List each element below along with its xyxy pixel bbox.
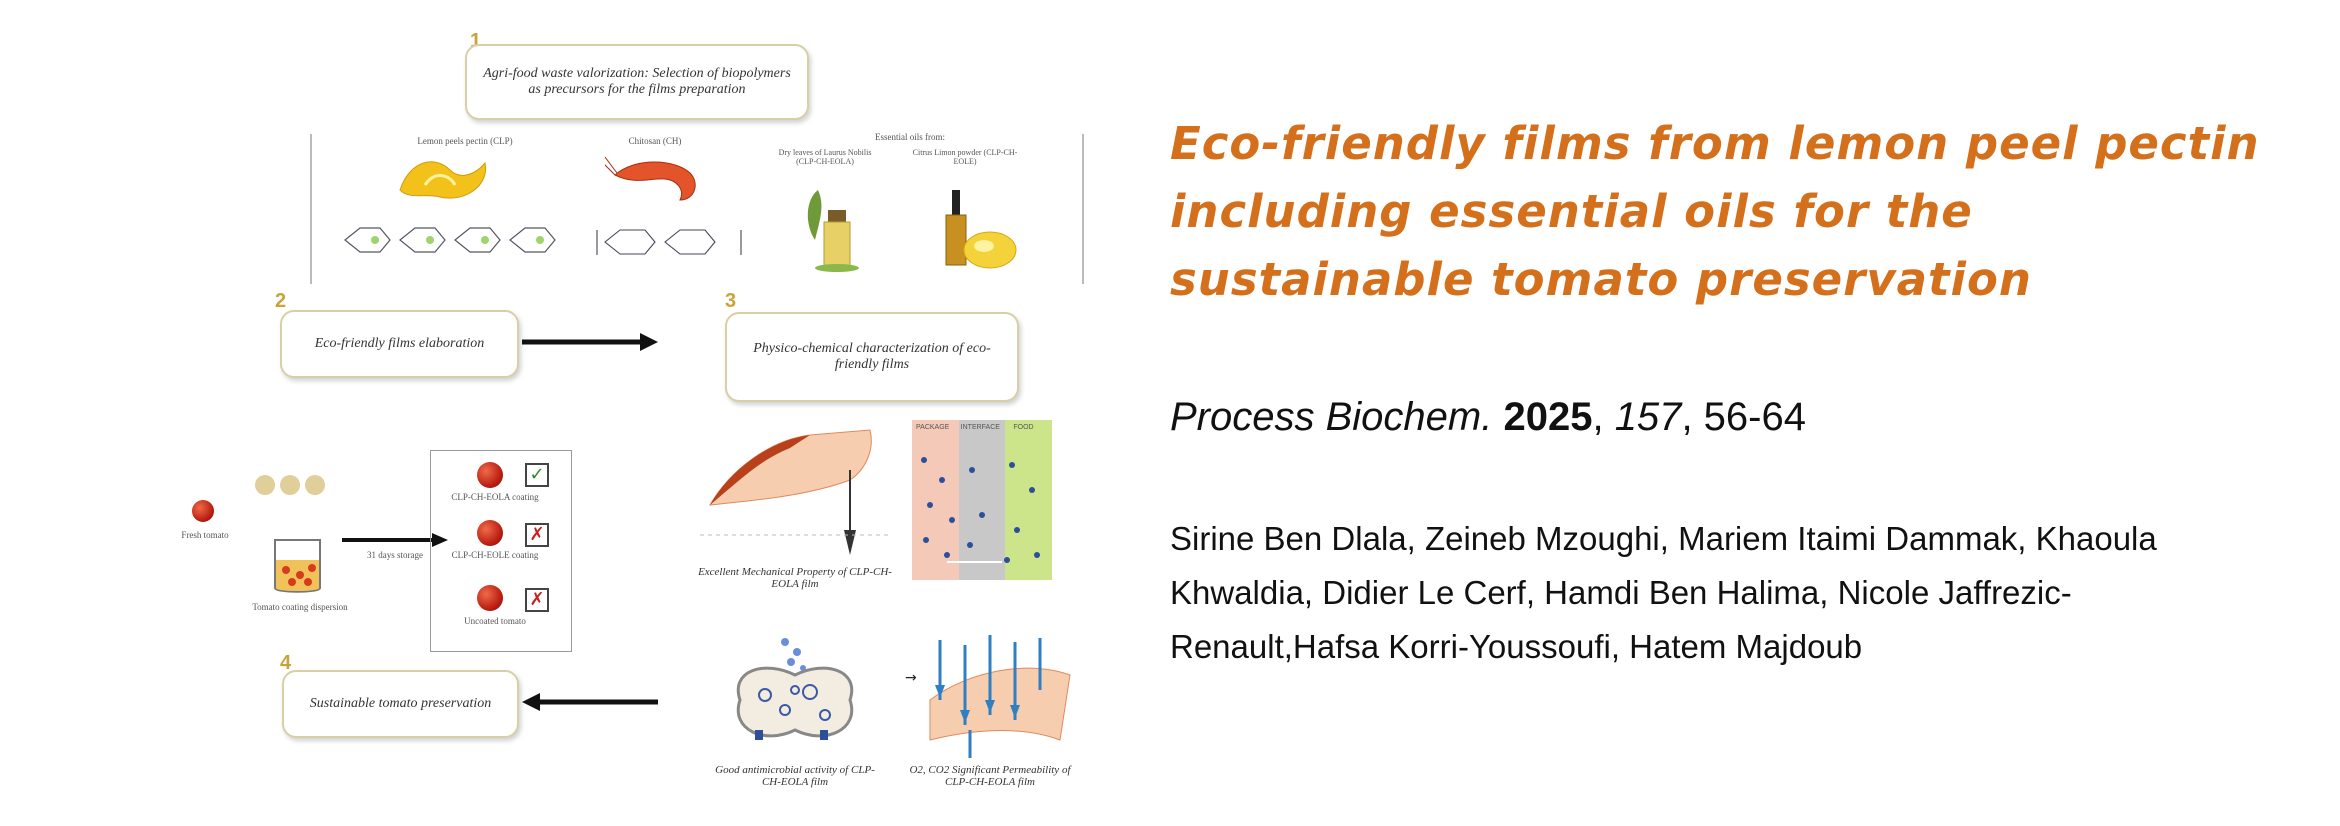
laurel-label: Dry leaves of Laurus Nobilis (CLP-CH-EOL…: [778, 148, 872, 166]
arrow-to-step4: [522, 693, 658, 711]
barrier-dots: [921, 457, 1040, 563]
author-list: Sirine Ben Dlala, Zeineb Mzoughi, Mariem…: [1170, 520, 2157, 665]
cross-eole-icon: ✗: [525, 523, 549, 547]
step2-box: Eco-friendly films elaboration: [280, 310, 519, 378]
citation-sep-2: ,: [1681, 395, 1704, 439]
lemon-label: Citrus Limon powder (CLP-CH-EOLE): [912, 148, 1018, 166]
pages: 56-64: [1703, 395, 1806, 439]
permeability-caption: O2, CO2 Significant Permeability of CLP-…: [909, 764, 1071, 788]
lemon-peel-image: [399, 161, 487, 199]
coating-eole-label: CLP-CH-EOLE coating: [451, 550, 539, 560]
step3-number: 3: [725, 290, 737, 312]
publication-year: 2025: [1503, 395, 1593, 439]
shrimp-image: [605, 156, 696, 201]
food-layer: FOOD: [1005, 420, 1053, 580]
step1-number: 1: [470, 30, 482, 52]
pectin-structure-image: [344, 227, 556, 253]
mechanical-property-image: [700, 429, 890, 555]
cross-uncoated-icon: ✗: [525, 588, 549, 612]
coating-dispersion-label: Tomato coating dispersion: [252, 602, 348, 612]
step4-number: 4: [280, 652, 292, 674]
permeability-image: [929, 635, 1071, 758]
step3-box: Physico-chemical characterization of eco…: [725, 312, 1019, 402]
step4-box: Sustainable tomato preservation: [282, 670, 519, 738]
graphical-abstract: 1 Agri-food waste valorization: Selectio…: [170, 30, 1090, 810]
step1-text: Agri-food waste valorization: Selection …: [483, 66, 791, 97]
tomato-uncoated: [477, 585, 503, 611]
coating-results-bracket: [430, 450, 572, 652]
mechanical-caption: Excellent Mechanical Property of CLP-CH-…: [698, 566, 892, 590]
panel-label-food: FOOD: [1013, 424, 1034, 431]
chitosan-label: Chitosan (CH): [628, 136, 682, 146]
fresh-tomato-label: Fresh tomato: [181, 530, 229, 540]
coating-eola-label: CLP-CH-EOLA coating: [451, 492, 539, 502]
panel-label-interface: INTERFACE: [960, 424, 1000, 431]
arrow-right-small-icon: →: [905, 670, 917, 686]
antimicrobial-caption: Good antimicrobial activity of CLP-CH-EO…: [715, 764, 875, 788]
beaker-image: [274, 539, 321, 593]
package-layer: PACKAGE: [912, 420, 959, 580]
pectin-label: Lemon peels pectin (CLP): [417, 136, 513, 146]
volume: 157: [1614, 395, 1682, 439]
chitosan-structure-image: [596, 229, 742, 255]
fresh-tomato-image: [192, 500, 214, 522]
lemon-oil-image: [945, 190, 1017, 269]
step2-number: 2: [275, 290, 287, 312]
check-eola-icon: ✓: [525, 463, 549, 487]
step2-text: Eco-friendly films elaboration: [314, 336, 485, 351]
step1-box: Agri-food waste valorization: Selection …: [465, 44, 809, 120]
tomato-eola: [477, 462, 503, 488]
panel-label-package: PACKAGE: [916, 424, 950, 431]
interface-layer: INTERFACE: [958, 420, 1006, 580]
citation-sep-1: ,: [1592, 395, 1615, 439]
citation: Process Biochem. 2025, 157, 56-64: [1170, 395, 1806, 440]
oils-label: Essential oils from:: [875, 132, 945, 142]
precursors-bracket: [310, 134, 1084, 284]
paper-title: Eco-friendly films from lemon peel pecti…: [1170, 117, 2260, 306]
arrow-step2-to-step3: [522, 333, 658, 351]
tomato-eole: [477, 520, 503, 546]
laurel-oil-image: [807, 190, 859, 272]
journal-name: Process Biochem.: [1170, 395, 1493, 439]
step4-text: Sustainable tomato preservation: [309, 696, 492, 711]
antimicrobial-image: [736, 638, 854, 740]
barrier-panel: PACKAGE INTERFACE FOOD: [912, 420, 1053, 580]
step3-text: Physico-chemical characterization of eco…: [753, 341, 991, 372]
storage-label: 31 days storage: [367, 550, 423, 560]
storage-arrow: [342, 533, 448, 547]
coating-dispersions-image: [255, 475, 325, 495]
uncoated-label: Uncoated tomato: [464, 616, 526, 626]
